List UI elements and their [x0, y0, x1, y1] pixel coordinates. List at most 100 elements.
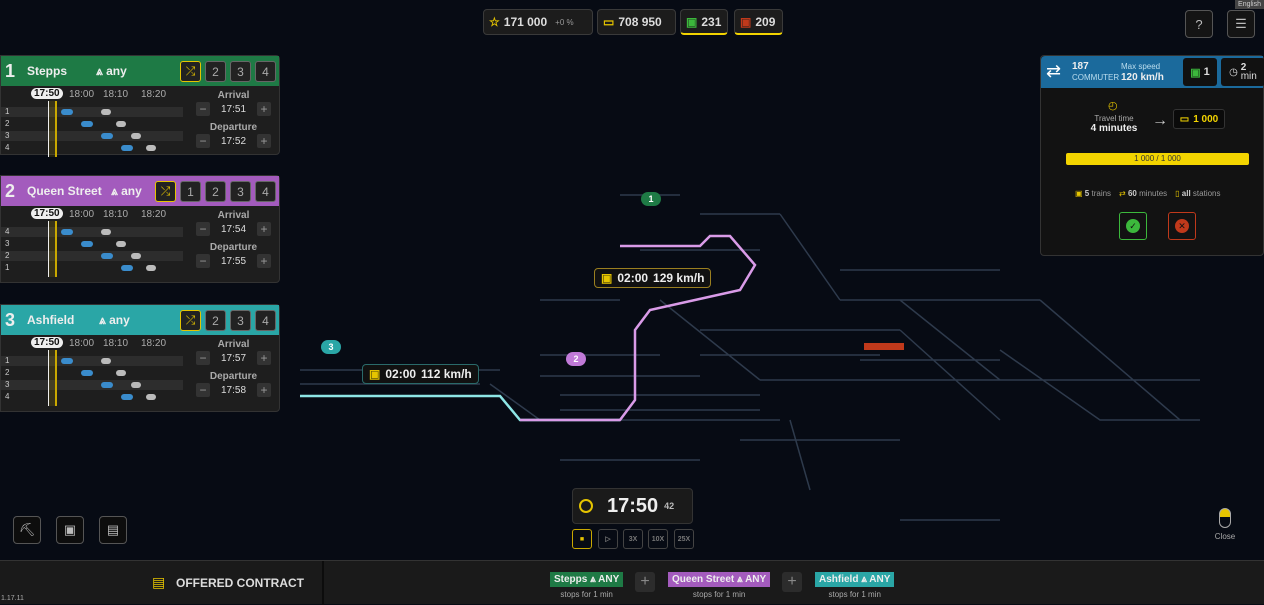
train-chip[interactable]: [121, 265, 133, 271]
train-chip[interactable]: [101, 109, 111, 115]
train-chip[interactable]: [116, 241, 126, 247]
departure-plus-button[interactable]: +: [257, 254, 271, 268]
construction-button[interactable]: ⛏: [13, 516, 41, 544]
arrival-plus-button[interactable]: +: [257, 102, 271, 116]
platform-any[interactable]: ⩓ any: [96, 63, 127, 78]
interval-value: 2: [1240, 62, 1247, 73]
train-chip[interactable]: [131, 382, 141, 388]
departure-plus-button[interactable]: +: [257, 383, 271, 397]
train-chip[interactable]: [101, 133, 113, 139]
train-chip[interactable]: [61, 109, 73, 115]
pause-button[interactable]: ■: [572, 529, 592, 549]
speed-25x-button[interactable]: 25X: [674, 529, 694, 549]
play-button[interactable]: ▷: [598, 529, 618, 549]
departure-time: 17:58: [220, 384, 247, 396]
train-chip[interactable]: [146, 265, 156, 271]
green-trains-stat[interactable]: ▣231: [680, 9, 728, 35]
red-trains-stat[interactable]: ▣209: [734, 9, 783, 35]
station-number: 3: [5, 309, 16, 330]
station-marker-3[interactable]: 3: [321, 340, 341, 354]
departure-minus-button[interactable]: −: [196, 383, 210, 397]
close-label: Close: [1214, 532, 1236, 541]
time-tick: 18:00: [69, 89, 95, 100]
platform-button[interactable]: 3: [230, 310, 251, 331]
train-chip[interactable]: [116, 121, 126, 127]
speed-3x-button[interactable]: 3X: [623, 529, 643, 549]
train-chip[interactable]: [81, 241, 93, 247]
random-platform-button[interactable]: ⤮: [180, 310, 201, 331]
train-chip[interactable]: [101, 358, 111, 364]
platform-value: any: [109, 312, 130, 327]
train-chip[interactable]: [121, 394, 133, 400]
accept-button[interactable]: ✓: [1119, 212, 1147, 240]
shuffle-icon: ⤮: [185, 64, 196, 78]
train-chip[interactable]: [116, 370, 126, 376]
time-cursor[interactable]: [48, 101, 57, 157]
train-chip[interactable]: [131, 253, 141, 259]
arrival-minus-button[interactable]: −: [196, 222, 210, 236]
time-cursor[interactable]: [48, 350, 57, 406]
platform-button[interactable]: 4: [255, 61, 276, 82]
platform-button[interactable]: 3: [230, 61, 251, 82]
platform-button[interactable]: 3: [230, 181, 251, 202]
platform-button[interactable]: 4: [255, 181, 276, 202]
platform-button[interactable]: 2: [205, 181, 226, 202]
book-button[interactable]: ▤: [99, 516, 127, 544]
station-marker-1[interactable]: 1: [641, 192, 661, 206]
random-platform-button[interactable]: ⤮: [180, 61, 201, 82]
arrival-plus-button[interactable]: +: [257, 222, 271, 236]
train-chip[interactable]: [61, 229, 73, 235]
arrival-minus-button[interactable]: −: [196, 102, 210, 116]
train-chip[interactable]: [61, 358, 73, 364]
chip-button[interactable]: ▣: [56, 516, 84, 544]
contract-type: COMMUTER: [1072, 73, 1120, 82]
help-button[interactable]: ?: [1185, 10, 1213, 38]
language-select[interactable]: English: [1235, 0, 1264, 9]
departure-control: Departure−17:55+: [196, 242, 271, 268]
close-button[interactable]: Close: [1212, 508, 1238, 541]
game-clock: 17:50 42: [572, 488, 693, 524]
arrival-minus-button[interactable]: −: [196, 351, 210, 365]
platform-button[interactable]: 2: [205, 310, 226, 331]
train-chip[interactable]: [101, 382, 113, 388]
reject-button[interactable]: ✕: [1168, 212, 1196, 240]
platform-button[interactable]: 4: [255, 310, 276, 331]
train-chip[interactable]: [131, 133, 141, 139]
platform-any[interactable]: ⩓ any: [111, 183, 142, 198]
platform-button[interactable]: 1: [180, 181, 201, 202]
departure-minus-button[interactable]: −: [196, 134, 210, 148]
train-chip[interactable]: [81, 370, 93, 376]
add-stop-button[interactable]: +: [635, 572, 655, 592]
platform-any[interactable]: ⩓ any: [99, 312, 130, 327]
random-platform-button[interactable]: ⤮: [155, 181, 176, 202]
train-chip[interactable]: [81, 121, 93, 127]
reward-value: 1 000: [1193, 113, 1219, 125]
contract-id: 187: [1072, 61, 1089, 72]
departure-plus-button[interactable]: +: [257, 134, 271, 148]
departure-control: Departure−17:58+: [196, 371, 271, 397]
train-chip[interactable]: [146, 145, 156, 151]
arrival-plus-button[interactable]: +: [257, 351, 271, 365]
platform-button[interactable]: 2: [205, 61, 226, 82]
requirements: ▣ 5 trains ⇄ 60 minutes ▯ all stations: [1075, 189, 1221, 198]
menu-button[interactable]: ☰: [1227, 10, 1255, 38]
train-chip[interactable]: [101, 253, 113, 259]
arrow-right-icon: →: [1152, 112, 1168, 129]
train-chip[interactable]: [146, 394, 156, 400]
departure-minus-button[interactable]: −: [196, 254, 210, 268]
train-chip[interactable]: [121, 145, 133, 151]
speed-10x-button[interactable]: 10X: [648, 529, 668, 549]
stop-duration: stops for 1 min: [828, 590, 881, 599]
train-chip[interactable]: [101, 229, 111, 235]
station-marker-2[interactable]: 2: [566, 352, 586, 366]
add-stop-button[interactable]: +: [782, 572, 802, 592]
time-cursor[interactable]: [48, 221, 57, 277]
